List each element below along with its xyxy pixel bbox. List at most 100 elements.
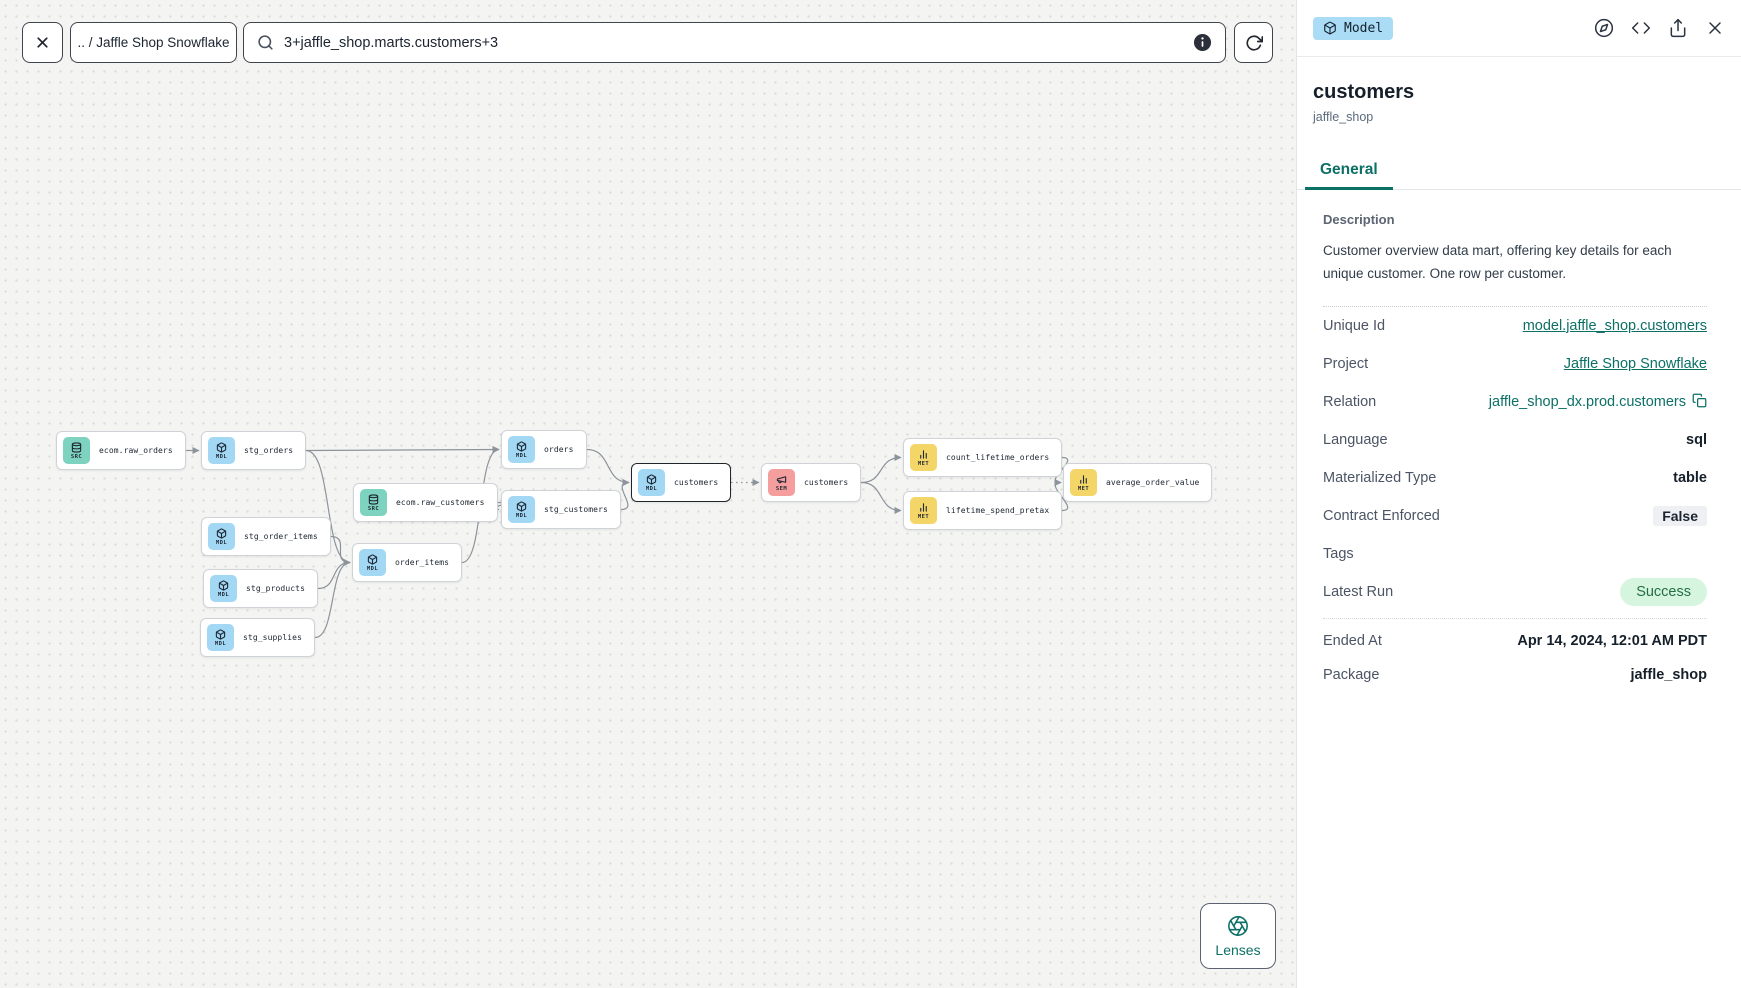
panel-actions (1594, 18, 1725, 38)
field-label: Ended At (1323, 632, 1382, 649)
field-value-text: jaffle_shop (1630, 666, 1707, 683)
field-row-ended-at: Ended At Apr 14, 2024, 12:01 AM PDT (1323, 617, 1707, 656)
graph-node-customers_semantic[interactable]: SEM customers (761, 463, 862, 502)
copy-button[interactable] (1692, 393, 1707, 411)
breadcrumb[interactable]: .. / Jaffle Shop Snowflake (70, 22, 237, 63)
cube-icon (215, 628, 226, 640)
status-badge: Success (1620, 577, 1707, 606)
share-icon (1670, 18, 1686, 38)
cube-icon: MDL (638, 469, 665, 496)
field-value-link[interactable]: Jaffle Shop Snowflake (1563, 355, 1707, 372)
search-icon (258, 35, 273, 50)
graph-node-order_items[interactable]: MDL order_items (352, 543, 463, 582)
share-button[interactable] (1668, 18, 1688, 38)
search-input[interactable] (284, 34, 1183, 51)
node-label: customers (804, 478, 849, 487)
node-label: orders (544, 445, 574, 454)
graph-node-stg_order_items[interactable]: MDL stg_order_items (201, 517, 331, 556)
copy-icon (1692, 393, 1707, 408)
cube-icon (516, 500, 527, 512)
node-label: lifetime_spend_pretax (946, 506, 1050, 515)
field-value: model.jaffle_shop.customers (1523, 317, 1707, 335)
node-label: customers (674, 478, 719, 487)
close-panel-button[interactable] (1705, 18, 1725, 38)
field-row-package: Package jaffle_shop (1323, 656, 1707, 694)
node-label: stg_order_items (244, 532, 318, 541)
section-divider (1323, 305, 1707, 307)
node-label: stg_supplies (243, 633, 302, 642)
cube-icon (216, 527, 227, 539)
edge-stg_supplies-order_items (314, 558, 351, 639)
page-title: customers (1313, 81, 1415, 103)
edge-stg_orders-orders (305, 445, 500, 454)
tab-general[interactable]: General (1305, 152, 1393, 190)
field-value-text: sql (1686, 431, 1707, 448)
general-section: Description Customer overview data mart,… (1297, 190, 1741, 722)
field-value: Jaffle Shop Snowflake (1564, 355, 1707, 373)
refresh-button[interactable] (1234, 22, 1273, 63)
resource-type-badge: Model (1313, 16, 1394, 40)
cube-icon: MDL (207, 624, 234, 651)
close-icon (37, 37, 48, 48)
megaphone-icon: SEM (768, 469, 795, 496)
cube-icon (216, 441, 227, 453)
field-value-text: table (1673, 469, 1707, 486)
node-label: order_items (395, 558, 450, 567)
graph-node-lifetime_spend_pretax[interactable]: MET lifetime_spend_pretax (903, 491, 1063, 530)
node-label: average_order_value (1106, 478, 1200, 487)
field-value: False (1653, 505, 1707, 526)
field-label: Latest Run (1323, 583, 1394, 600)
graph-node-customers_model[interactable]: MDL customers (631, 463, 732, 502)
field-value-link[interactable]: model.jaffle_shop.customers (1522, 317, 1707, 334)
cube-icon: MDL (359, 549, 386, 576)
bar-chart-icon (920, 502, 927, 512)
cube-icon (1324, 21, 1336, 35)
close-lineage-button[interactable] (22, 22, 63, 63)
edge-stg_customers-customers_model (620, 478, 630, 511)
description-label: Description (1323, 212, 1395, 227)
graph-node-ecom_raw_orders[interactable]: SRC ecom.raw_orders (56, 431, 186, 470)
code-view-button[interactable] (1631, 18, 1651, 38)
edge-customers_semantic-lifetime_spend_pretax (860, 481, 902, 515)
cube-icon: MDL (208, 523, 235, 550)
database-icon (368, 493, 379, 505)
cube-icon (367, 553, 378, 565)
field-label: Relation (1323, 393, 1377, 410)
field-value-text: Apr 14, 2024, 12:01 AM PDT (1517, 632, 1707, 649)
field-row-language: Language sql (1323, 421, 1707, 459)
aperture-icon (1228, 915, 1248, 936)
relation-value: jaffle_shop_dx.prod.customers (1488, 393, 1686, 410)
node-label: count_lifetime_orders (946, 453, 1050, 462)
lenses-button[interactable]: Lenses (1200, 903, 1276, 969)
info-icon[interactable] (1193, 33, 1212, 52)
node-label: ecom.raw_customers (396, 498, 485, 507)
database-icon: SRC (63, 437, 90, 464)
node-label: ecom.raw_orders (99, 446, 173, 455)
explore-icon (1594, 18, 1614, 38)
graph-node-stg_supplies[interactable]: MDL stg_supplies (200, 618, 315, 657)
field-row-tags: Tags (1323, 535, 1707, 573)
field-label: Materialized Type (1323, 469, 1437, 486)
panel-tabs: General (1297, 152, 1741, 190)
bar-chart-icon: MET (910, 497, 937, 524)
edge-customers_semantic-count_lifetime_orders (860, 453, 902, 484)
explore-button[interactable] (1594, 18, 1614, 38)
resource-type-label: Model (1344, 20, 1384, 36)
field-label: Language (1323, 431, 1388, 448)
lineage-search[interactable] (243, 22, 1226, 63)
page-subtitle: jaffle_shop (1313, 110, 1374, 124)
field-label: Package (1323, 666, 1380, 683)
close-panel-icon (1709, 22, 1721, 34)
